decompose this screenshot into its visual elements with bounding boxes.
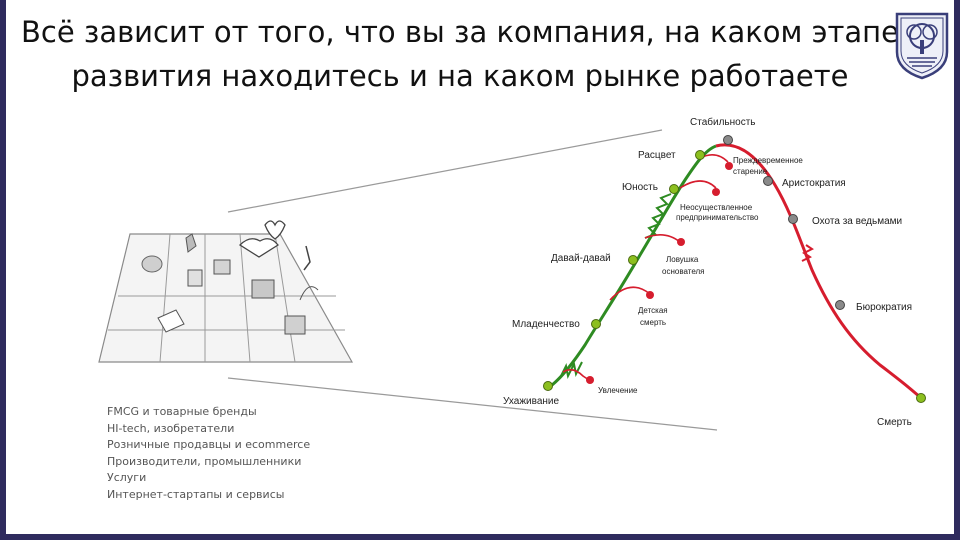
label-unrealized-2: предпринимательство xyxy=(676,213,759,222)
label-prime: Расцвет xyxy=(638,150,676,161)
growth-coil-upper xyxy=(644,193,672,239)
node-witch-hunt xyxy=(788,214,798,224)
growth-curve xyxy=(547,144,717,390)
trap-branch-unrealized xyxy=(679,180,717,189)
list-item: Производители, промышленники xyxy=(107,454,302,468)
list-item: FMCG и товарные бренды xyxy=(107,405,257,418)
trap-branch-infant-mortality xyxy=(609,286,651,301)
title-line-2: развития находитесь и на каком рынке раб… xyxy=(71,59,849,93)
node-prime xyxy=(695,150,705,160)
trap-branch-affair xyxy=(562,368,590,381)
label-infancy: Младенчество xyxy=(512,319,580,330)
business-model-canvas-sketch-icon xyxy=(98,220,354,363)
slide-frame-bottom xyxy=(0,534,960,540)
slide-title: Всё зависит от того, что вы за компания,… xyxy=(10,10,910,98)
list-item: Розничные продавцы и ecommerce xyxy=(107,438,311,451)
node-aristocracy xyxy=(763,176,773,186)
tree-shield-logo-icon xyxy=(895,12,949,80)
label-adolescence: Юность xyxy=(622,182,658,193)
decline-curve xyxy=(715,143,922,400)
list-item: Интернет-стартапы и сервисы xyxy=(107,487,285,501)
label-bureaucracy: Бюрократия xyxy=(856,302,912,313)
label-witch-hunt: Охота за ведьмами xyxy=(812,216,902,227)
label-infant-mortality-1: Детская xyxy=(638,306,668,315)
label-courtship: Ухаживание xyxy=(503,396,559,407)
label-founder-trap-1: Ловушка xyxy=(666,255,699,264)
label-premature-aging-1: Преждевременное xyxy=(733,156,803,165)
node-stability xyxy=(723,135,733,145)
label-aristocracy: Аристократия xyxy=(782,178,846,189)
decline-coil xyxy=(801,244,814,262)
title-line-1: Всё зависит от того, что вы за компания,… xyxy=(21,15,899,49)
node-bureaucracy xyxy=(835,300,845,310)
perspective-line-bottom xyxy=(227,377,718,431)
label-unrealized-1: Неосуществленное xyxy=(680,203,753,212)
perspective-line-top xyxy=(227,129,663,213)
label-affair: Увлечение xyxy=(598,386,638,395)
trap-node-founder xyxy=(677,238,685,246)
list-item: Услуги xyxy=(107,471,147,484)
label-death: Смерть xyxy=(877,417,912,428)
label-infant-mortality-2: смерть xyxy=(640,318,666,327)
trap-node-infant-mortality xyxy=(646,291,654,299)
slide-frame-left xyxy=(0,0,6,540)
node-courtship xyxy=(543,381,553,391)
label-founder-trap-2: основателя xyxy=(662,267,705,276)
node-death xyxy=(916,393,926,403)
trap-node-unrealized xyxy=(712,188,720,196)
label-premature-aging-2: старение xyxy=(733,167,768,176)
industry-list: FMCG и товарные бренды HI-tech, изобрета… xyxy=(107,404,310,503)
node-go-go xyxy=(628,255,638,265)
slide-frame-right xyxy=(954,0,960,540)
label-stability: Стабильность xyxy=(690,116,755,128)
trap-node-premature xyxy=(725,162,733,170)
trap-node-affair xyxy=(586,376,594,384)
node-adolescence xyxy=(669,184,679,194)
node-infancy xyxy=(591,319,601,329)
label-go-go: Давай-давай xyxy=(551,253,611,264)
list-item: HI-tech, изобретатели xyxy=(107,421,235,435)
